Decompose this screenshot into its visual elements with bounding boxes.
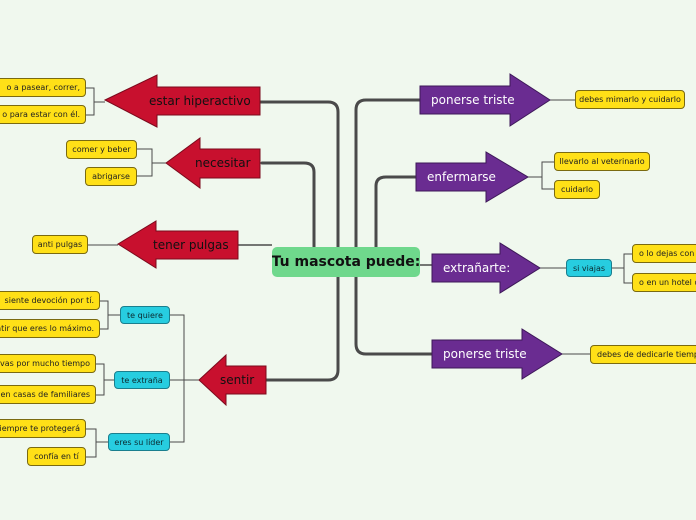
connector-ponerse-triste-2 [354, 260, 434, 356]
leaf-abrigarse[interactable]: abrigarse [85, 167, 137, 186]
leaf-pasear[interactable]: o a pasear, correr, [0, 78, 86, 97]
leaf-protegera[interactable]: iempre te protegerá [0, 419, 86, 438]
sub-si-viajas[interactable]: si viajas [566, 259, 612, 277]
arrow-extranarte [431, 242, 541, 294]
leaf-veterinario[interactable]: llevarlo al veterinario [554, 152, 650, 171]
leaf-devocion[interactable]: siente devoción por tí. [0, 291, 100, 310]
arrow-necesitar [165, 137, 261, 189]
sub-eres-su-lider[interactable]: eres su líder [108, 433, 170, 451]
connector-estar-hiperactivo [256, 100, 340, 264]
leaf-lo-maximo[interactable]: ntir que eres lo máximo. [0, 319, 100, 338]
leaf-cuidarlo[interactable]: cuidarlo [554, 180, 600, 199]
arrow-ponerse-triste-2 [431, 328, 563, 380]
leaf-mimarlo[interactable]: debes mimarlo y cuidarlo [575, 90, 685, 109]
arrow-enfermarse [415, 151, 529, 203]
leaf-familiares[interactable]: en casas de familiares [0, 385, 96, 404]
connector-leaf-veterinario [528, 161, 554, 178]
leaf-lo-dejas-con[interactable]: o lo dejas con [632, 244, 696, 263]
arrow-tener-pulgas [117, 220, 239, 269]
connector-leaf-familiares [96, 380, 105, 396]
leaf-anti-pulgas[interactable]: anti pulgas [32, 235, 88, 254]
connector-leaf-maximo [100, 315, 109, 330]
arrow-sentir [198, 353, 267, 407]
connector-leaf-protegera [86, 428, 108, 443]
connector-leaf-devocion [100, 300, 120, 316]
connector-leaf-dejas [612, 253, 632, 269]
sub-te-extrana[interactable]: te extraña [114, 371, 170, 389]
leaf-mucho-tiempo[interactable]: vas por mucho tiempo [0, 354, 96, 373]
arrow-estar-hiperactivo [103, 74, 261, 128]
connector-leaf-cuidarlo [541, 177, 554, 190]
sub-te-quiere[interactable]: te quiere [120, 306, 170, 324]
connector-sub-tequiere [170, 314, 199, 381]
central-topic[interactable]: Tu mascota puede: [272, 247, 420, 277]
connector-leaf-comer [137, 148, 166, 164]
leaf-estar-con-el[interactable]: o para estar con él. [0, 105, 86, 124]
leaf-confia[interactable]: confía en tí [27, 447, 86, 466]
connector-sentir [264, 260, 340, 382]
leaf-comer-y-beber[interactable]: comer y beber [66, 140, 137, 159]
connector-leaf-pasear [86, 87, 105, 103]
connector-leaf-confia [86, 442, 97, 458]
connector-leaf-tiempo [96, 363, 114, 381]
connector-leaf-abrigarse [137, 163, 153, 177]
connector-sub-lider [170, 380, 185, 443]
leaf-dedicarle-tiempo[interactable]: debes de dedicarle tiempo [590, 345, 696, 364]
connector-necesitar [260, 161, 316, 264]
connector-leaf-estar [86, 102, 95, 116]
connector-enfermarse [374, 175, 418, 264]
connector-ponerse-triste-1 [354, 98, 422, 264]
leaf-hotel[interactable]: o en un hotel d [632, 273, 696, 292]
arrow-ponerse-triste-1 [419, 73, 551, 127]
connector-leaf-hotel [623, 268, 632, 284]
